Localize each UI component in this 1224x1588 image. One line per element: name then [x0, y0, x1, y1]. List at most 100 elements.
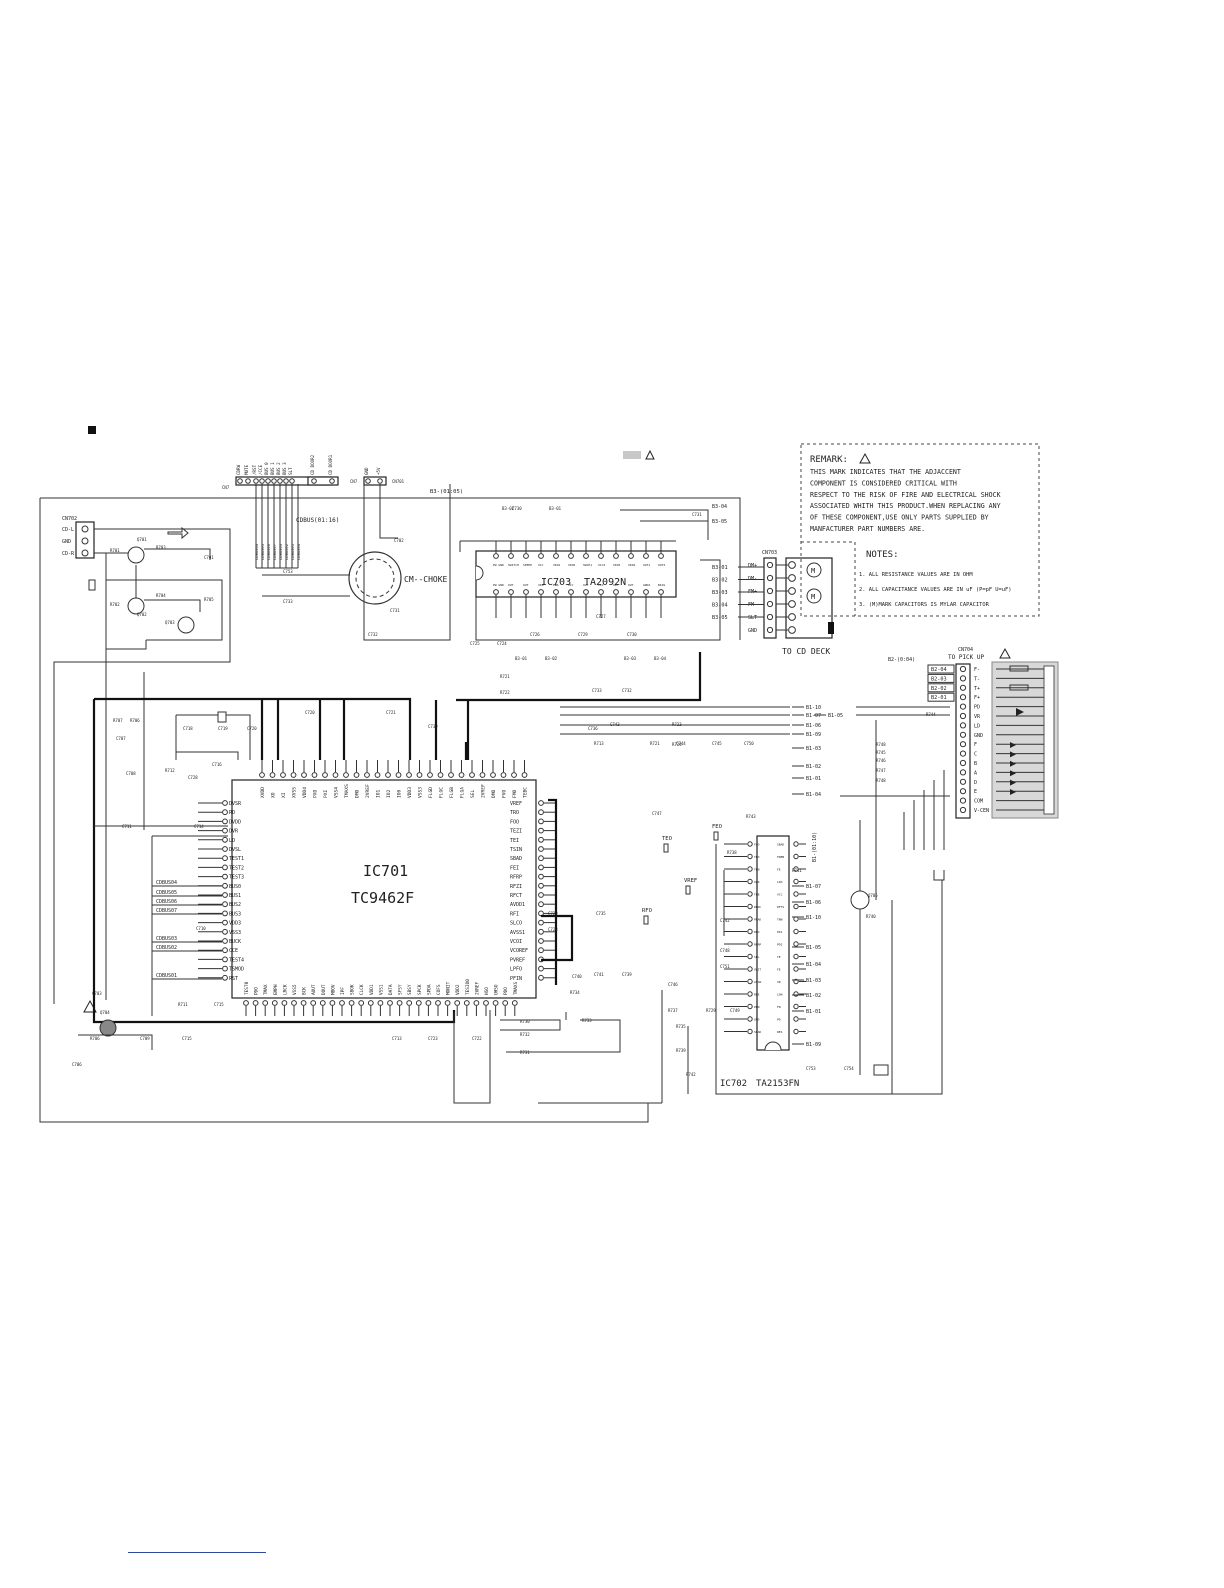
- cdbus-left-label: CDBUS05: [156, 890, 177, 896]
- cdbus-top-label: CDBUS02: [284, 544, 289, 560]
- ic703-chip: IC703 TA2092N: [475, 550, 677, 598]
- ic701-ref: IC701: [363, 862, 408, 880]
- q704-transistor-icon: [99, 1019, 117, 1037]
- ic701-right-pin: TEI: [510, 838, 519, 844]
- ic703-part: TA2092N: [584, 577, 626, 588]
- ic701-right-pin: RFZI: [510, 884, 522, 890]
- ic701-left-pin: RST: [229, 976, 238, 982]
- c721-label: C722: [472, 1036, 482, 1041]
- cdbus-top-label: CDBUS06: [266, 543, 271, 560]
- ic701-right-pin: PVREF: [510, 957, 525, 963]
- ic701-right-pin: PFIN: [510, 976, 522, 982]
- cdbus-top-label: CDBUS05: [260, 544, 265, 560]
- ic701-right-pins: VREFTROFOOTEZITEITSINSBADFEIRFRPRFZIRFCT…: [510, 800, 556, 982]
- ic703-bottom-pin: PW GND: [493, 583, 504, 587]
- c739-label: C740: [572, 974, 582, 979]
- cm-choke: CM--CHOKE: [348, 551, 448, 605]
- probe-point-icon: [643, 915, 649, 925]
- ic701-right-pin: RFI: [510, 911, 519, 917]
- ic701-top-pin: VDD4: [302, 787, 308, 798]
- ic701-bottom-pin: SPDA: [426, 984, 432, 995]
- choke-coil-icon: [348, 551, 402, 605]
- ic703-top-pin: VCC: [538, 563, 544, 567]
- b3-net-label: B3-04: [712, 603, 728, 609]
- footer-link-underline: [128, 1552, 266, 1553]
- c725-label: C726: [530, 632, 540, 637]
- ic703-top-pin: VIN3: [613, 563, 620, 567]
- signal-arrow-up-icon: [88, 579, 96, 591]
- photodiode-icon: [1010, 760, 1016, 767]
- notes-title: NOTES:: [866, 550, 899, 560]
- c748-label: C749: [730, 1008, 740, 1013]
- photodiode-icon: [1010, 779, 1016, 786]
- top-pin-label: MUTE: [244, 464, 249, 475]
- ic701-right-pin: RFRP: [510, 875, 522, 881]
- b1-net-label: B1-06: [806, 900, 821, 906]
- ic703-top-pin: OUT2: [658, 563, 665, 567]
- ic701-bottom-pin: VDD2: [455, 984, 461, 995]
- ic703-bottom-pin: OUT: [523, 583, 529, 587]
- ic701-bottom-pin: MONIT: [446, 981, 452, 995]
- b2-bus-label: B2-(0:04): [888, 657, 915, 663]
- ic703-top-pin: VIN4: [628, 563, 635, 567]
- b1-net-label: B1-02: [806, 764, 821, 770]
- c713-label: C713: [392, 1036, 402, 1041]
- ic701-chip: IC701 TC9462F: [231, 779, 537, 999]
- ic701-right-pin: VCOREF: [510, 948, 528, 954]
- c727-label-2: C728: [548, 927, 558, 932]
- c753-label-2: C754: [844, 1066, 854, 1071]
- ic701-top-pin: IO0: [397, 789, 403, 798]
- ic703-ref: IC703: [541, 577, 571, 588]
- c728-label-2: C729: [548, 911, 558, 916]
- cn704-pin-label: F: [974, 742, 977, 748]
- ic701-right-pin: SLCO: [510, 921, 522, 927]
- cdbus-left-labels: CDBUS04CDBUS05CDBUS06CDBUS07CDBUS03CDBUS…: [152, 880, 222, 980]
- ic703-top-pin: VIN1: [553, 563, 560, 567]
- ic701-part: TC9462F: [351, 889, 414, 907]
- c716-label: C716: [212, 762, 222, 767]
- ic701-body: [231, 779, 537, 999]
- b1-net-label: B1-09: [806, 732, 821, 738]
- ic701-top-pin: FLGC: [439, 787, 445, 798]
- cn703-title: CN703: [762, 550, 777, 556]
- q701-label: Q701: [137, 537, 147, 542]
- c729-label-2: C730: [627, 632, 637, 637]
- b1-net-label: B1-09: [806, 1042, 821, 1048]
- cdbus-top-label: CDBUS03: [278, 544, 283, 560]
- cdbus-top-label: CDBUS01: [290, 543, 295, 560]
- remark-line: MANFACTURER PART NUMBERS ARE.: [810, 525, 925, 533]
- b3-05-top: B3-05: [712, 519, 727, 525]
- ic701-top-pin: VSS4: [334, 787, 340, 798]
- section-bullet-icon: [88, 426, 96, 434]
- ic702-right-pin: FN: [777, 1005, 781, 1009]
- ic702-right-pin: TNN: [777, 918, 783, 922]
- ic702-left-pin: PDN: [754, 1005, 760, 1009]
- top-pin-label: GND: [364, 467, 369, 475]
- ic702-left-pin: SWIT: [754, 968, 761, 972]
- ic701-left-pin: CCE: [229, 948, 238, 954]
- cn702-title: CN702: [62, 516, 77, 522]
- c732-label: C733: [592, 688, 602, 693]
- cn704-pin-label: T-: [974, 676, 980, 682]
- ic702-left-pin: RFO: [754, 930, 760, 934]
- ic703-bottom-pin: GND2: [643, 583, 650, 587]
- b3-net-label: B3-02: [712, 578, 728, 584]
- ic703-top-pin: SWITCH: [508, 563, 519, 567]
- cdbus-left-label: CDBUS02: [156, 945, 177, 951]
- ic701-top-pin: FVO: [502, 789, 508, 798]
- cn704-pin-label: COM: [974, 799, 983, 805]
- ic701-right-pin: FOO: [510, 819, 519, 825]
- ic701-left-pin: VSS3: [229, 930, 241, 936]
- r722-label: R721: [500, 674, 510, 679]
- crystal-icon: [217, 711, 227, 723]
- ic701-top-pin: VDD3: [407, 787, 413, 798]
- c714-label: C714: [194, 824, 204, 829]
- ic701-left-pin: BUS3: [229, 911, 241, 917]
- ic701-bottom-pin: TESIO0: [465, 979, 471, 995]
- ic701-right-pin: VCOI: [510, 939, 522, 945]
- ic701-top-pin: FLGB: [449, 787, 455, 798]
- r737-label: R738: [727, 850, 737, 855]
- ic701-top-pin: 2VREF: [365, 784, 371, 798]
